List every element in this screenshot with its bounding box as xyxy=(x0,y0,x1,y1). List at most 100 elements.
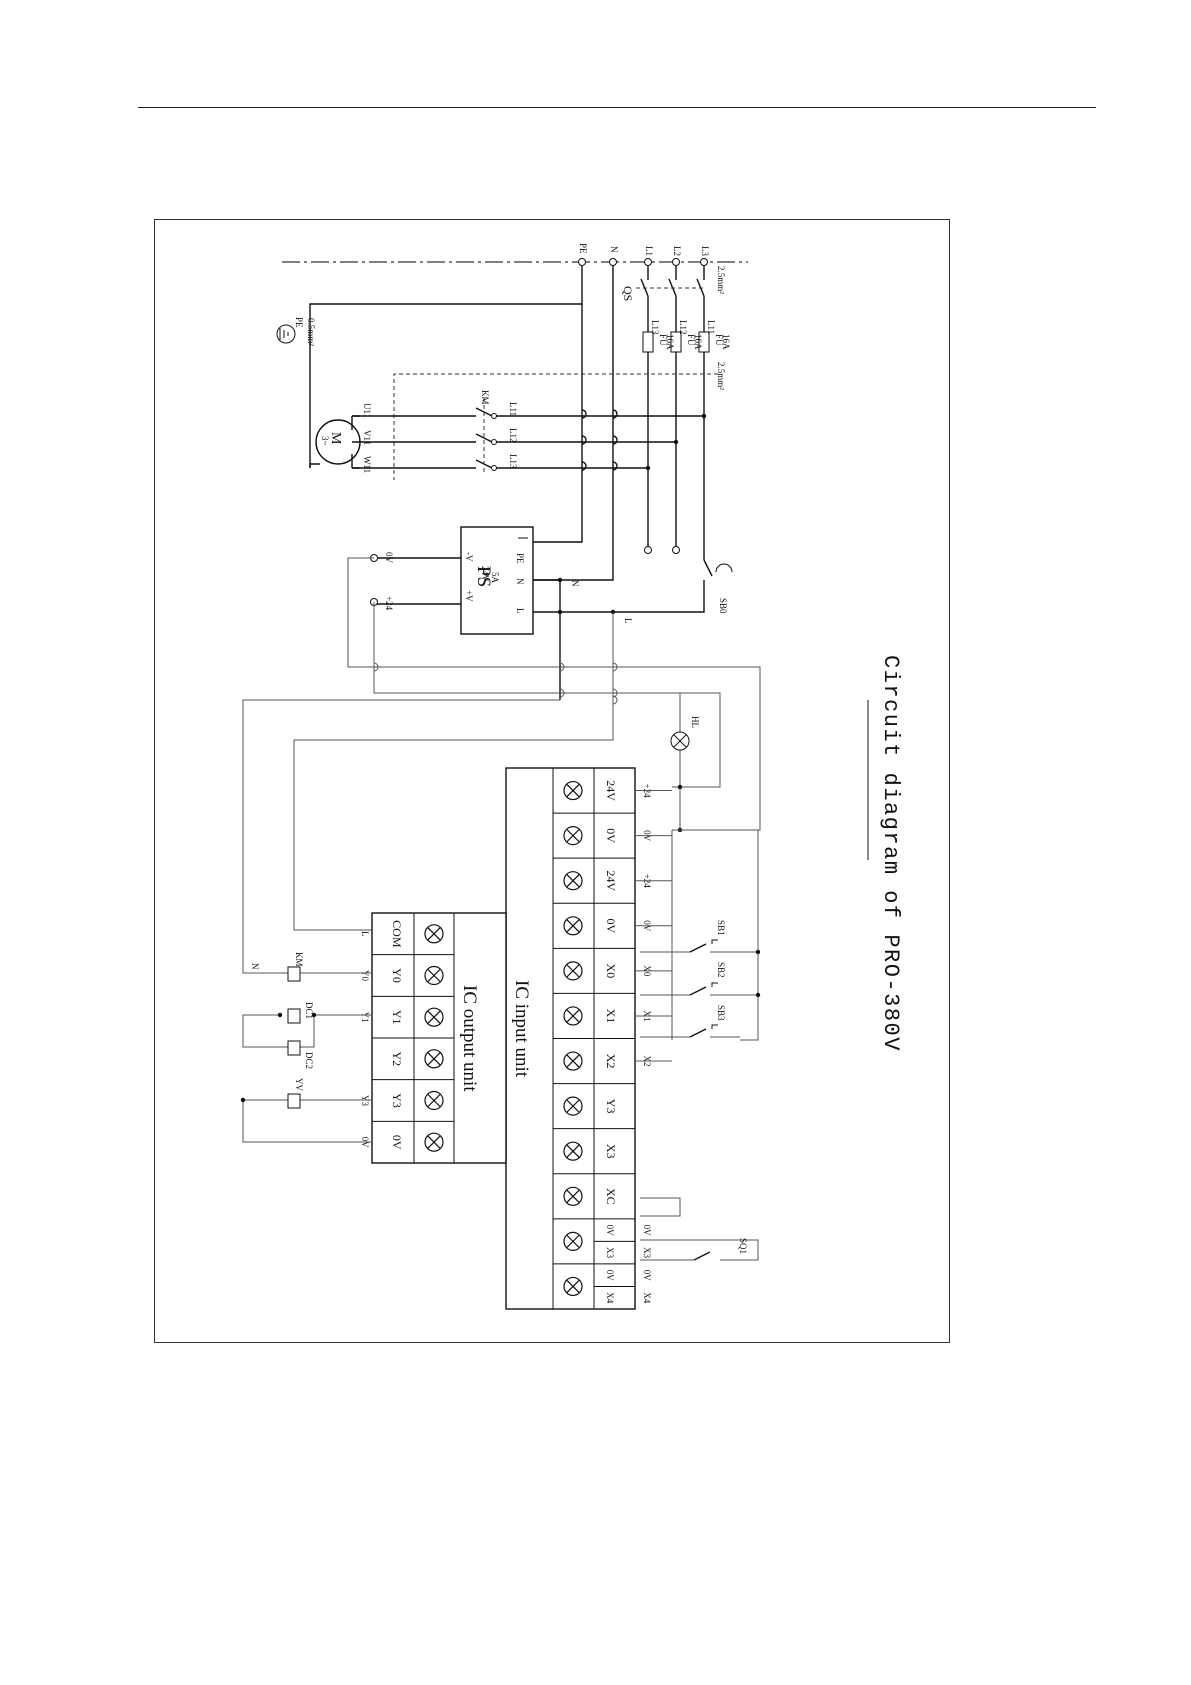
fuse-l2 xyxy=(670,331,682,353)
coil-km-label: KM xyxy=(294,952,304,967)
input-terminal-label: X0 xyxy=(604,964,618,979)
input-terminal-label: 24V xyxy=(604,870,618,891)
isolator-qs: QS xyxy=(621,266,706,310)
input-terminal-icon-cross-b xyxy=(566,1234,580,1248)
wire-24v-loop xyxy=(373,602,721,788)
contactor-label: KM xyxy=(480,390,490,405)
phase-label-l12: L12 xyxy=(508,428,518,443)
psu-l-in xyxy=(533,596,705,613)
output-terminal-icon-cross-b xyxy=(427,1094,441,1107)
input-unit-title: IC input unit xyxy=(511,980,532,1078)
fuse-label-1: FU xyxy=(658,334,668,346)
input-terminal-icon-cross-b xyxy=(566,1280,580,1293)
pe-terminal xyxy=(578,258,586,266)
pe-label-motor: PE xyxy=(294,317,304,328)
psu-name: PS xyxy=(473,566,494,587)
input-terminal-label: X2 xyxy=(604,1054,618,1069)
fuse-label-3: FU xyxy=(714,334,724,346)
output-wire-tag: Y1 xyxy=(360,1012,370,1023)
emergency-stop-sb0: SB0 xyxy=(703,420,733,614)
psu-out-24v: +24 xyxy=(384,596,394,611)
input-terminal-icon-cross-b xyxy=(566,1009,580,1023)
output-wire-tag: Y3 xyxy=(360,1095,370,1106)
diagram-title: Circuit diagram of PRO-380V xyxy=(878,655,903,1052)
coil-km xyxy=(287,966,301,982)
output-terminal-icon-cross-b xyxy=(427,969,441,982)
motor-terminal-w: W11 xyxy=(362,456,372,473)
fuse-rating-3: 16A xyxy=(721,334,731,350)
wire-size-fused: 2.5mm² xyxy=(716,362,726,390)
switch-sb3: SB3 xyxy=(716,1005,726,1021)
output-terminal-label: Y3 xyxy=(390,1093,404,1108)
supply-terminals: PE N L1 L2 L3 2.5mm² xyxy=(578,243,726,294)
input-wire-tag: 0V xyxy=(642,1270,652,1282)
output-unit-title: IC output unit xyxy=(459,985,480,1092)
output-terminal-label: COM xyxy=(390,920,404,948)
pe-wire-motor xyxy=(309,266,583,468)
output-terminal-icon-cross-b xyxy=(427,1010,441,1024)
l1-drop-terminal xyxy=(644,546,652,554)
fuse-line-l11: L11 xyxy=(706,320,716,334)
mushroom-button-icon xyxy=(715,563,733,573)
input-terminal-icon-cross-b xyxy=(566,1054,580,1068)
input-terminal-label: 0V xyxy=(605,1225,615,1237)
input-wire-tag: 0V xyxy=(642,1225,652,1237)
switch-sb1: SB1 xyxy=(716,920,726,936)
input-wire-tag: X3 xyxy=(642,1247,652,1258)
motor-terminal-v: V11 xyxy=(362,430,372,445)
fuse-line-l12: L12 xyxy=(678,320,688,335)
motor-phases: 3~ xyxy=(320,436,330,446)
output-terminal-label: Y1 xyxy=(390,1010,404,1025)
coil-yv xyxy=(287,1093,301,1109)
wire-size-pe: 0.5mm² xyxy=(306,318,316,346)
n-terminal xyxy=(609,258,617,266)
coil-dc1-label: DC1 xyxy=(304,1002,314,1019)
input-terminal-icon-cross-b xyxy=(566,874,580,888)
output-terminal-label: Y0 xyxy=(390,968,404,983)
neutral-label: N xyxy=(250,963,260,970)
pe-wire-psu xyxy=(533,304,583,543)
psu-terminal-n: N xyxy=(515,578,525,585)
l3-terminal xyxy=(700,258,708,266)
output-terminal-icon-cross-b xyxy=(427,927,441,941)
psu-n-in xyxy=(533,579,561,700)
motor-terminal-u: U11 xyxy=(362,403,372,418)
diagram-frame xyxy=(154,219,950,1343)
wire-size-top: 2.5mm² xyxy=(716,266,726,294)
output-terminal-icon-cross-b xyxy=(427,1135,441,1149)
input-terminal-label: 0V xyxy=(604,828,618,843)
fuse-l1 xyxy=(698,331,710,353)
supply-label-l2: L2 xyxy=(672,246,682,256)
output-coils: KM DC1 DC2 YV N xyxy=(240,952,372,1143)
input-wire-tag: X4 xyxy=(642,1292,652,1303)
coil-dc2-label: DC2 xyxy=(304,1052,314,1069)
estop-label: SB0 xyxy=(718,598,728,614)
input-terminal-label: Y3 xyxy=(604,1099,618,1114)
supply-label-l3: L3 xyxy=(700,246,710,256)
motor-symbol: M xyxy=(328,432,343,445)
psu-terminal-l: L xyxy=(515,608,525,614)
input-terminal-icon-cross-b xyxy=(566,1189,580,1203)
fuse-rating-2: 16A xyxy=(693,334,703,350)
output-terminal-icon-cross-b xyxy=(427,1052,441,1066)
coil-yv-label: YV xyxy=(294,1078,304,1091)
psu-current: 5A xyxy=(490,572,500,584)
switch-sq1: SQ1 xyxy=(738,1238,748,1254)
input-terminal-label: 0V xyxy=(604,918,618,933)
lamp-label: HL xyxy=(690,716,700,728)
output-wire-tag: Y0 xyxy=(360,970,370,981)
diagram-title-group: Circuit diagram of PRO-380V xyxy=(878,655,903,1052)
header-rule xyxy=(138,107,1096,108)
input-terminal-label: X3 xyxy=(604,1144,618,1159)
l1-terminal xyxy=(644,258,652,266)
ground-icon xyxy=(276,324,296,344)
psu-terminal-minus: -V xyxy=(464,552,474,562)
output-terminal-label: 0V xyxy=(390,1135,404,1150)
input-terminal-icon-cross-b xyxy=(566,1144,580,1158)
input-terminal-icon-cross-b xyxy=(566,1099,580,1113)
lamp-hl: HL xyxy=(670,693,700,833)
psu-in-l: L xyxy=(623,618,633,624)
psu-terminal-plus: +V xyxy=(464,590,474,602)
input-terminal-icon-cross-b xyxy=(566,964,580,978)
psu-voltage: 24V xyxy=(480,566,490,582)
